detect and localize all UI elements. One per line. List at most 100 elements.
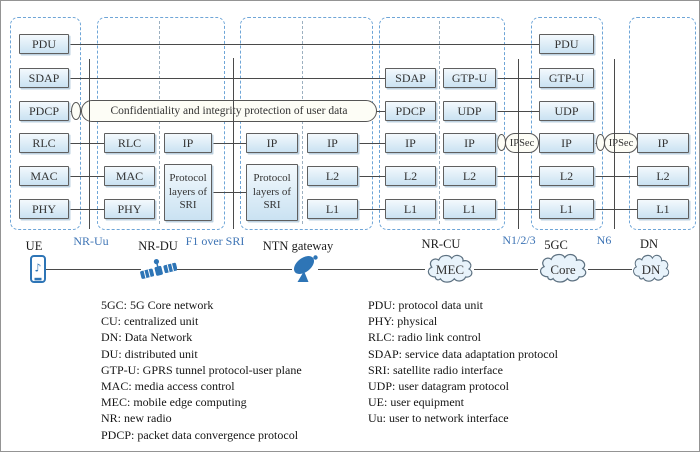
legend-item: NR: new radio <box>101 411 172 426</box>
ribbon-cap <box>71 102 81 120</box>
connector-hline <box>594 176 637 177</box>
dashed-container <box>10 17 81 230</box>
protocol-box: L1 <box>539 199 594 219</box>
protocol-box: SDAP <box>19 68 69 88</box>
protocol-box: GTP-U <box>443 68 496 88</box>
legend-item: 5GC: 5G Core network <box>101 298 214 312</box>
connector-hline <box>212 192 246 193</box>
protocol-box: L1 <box>637 199 689 219</box>
legend-item: PDU: protocol data unit <box>368 298 483 312</box>
protocol-box: SDAP <box>385 68 436 88</box>
node-label: 5GC <box>544 238 568 252</box>
phone-icon: ♪ <box>30 255 46 283</box>
dashed-container <box>379 17 505 230</box>
connector-hline <box>496 209 539 210</box>
protocol-box: Protocol layers of SRI <box>164 164 212 221</box>
protocol-box: Protocol layers of SRI <box>246 164 298 221</box>
legend-item: GTP-U: GPRS tunnel protocol-user plane <box>101 362 302 377</box>
cloud-shape <box>424 253 476 285</box>
connector-hline <box>69 176 104 177</box>
node-label: NTN gateway <box>262 239 334 253</box>
protocol-box: IP <box>443 133 496 153</box>
interface-label: N6 <box>596 233 612 247</box>
connector-hline <box>496 111 539 112</box>
protocol-box: L2 <box>443 166 496 186</box>
protocol-box: UDP <box>443 101 496 121</box>
protocol-box: MAC <box>19 166 69 186</box>
connector-hline <box>69 78 385 79</box>
protocol-box: IP <box>164 133 212 153</box>
protocol-box: PHY <box>19 199 69 219</box>
protocol-box: IP <box>246 133 298 153</box>
protocol-box: PHY <box>104 199 155 219</box>
column-divider <box>439 21 440 224</box>
node-link-line <box>46 269 141 270</box>
connector-hline <box>358 209 385 210</box>
protocol-box: PDCP <box>385 101 436 121</box>
node-label: NR-DU <box>138 239 178 253</box>
node-link-line <box>318 269 425 270</box>
dish-icon <box>291 254 319 284</box>
node-link-line <box>474 269 538 270</box>
interface-vline <box>89 59 90 229</box>
protocol-box: PDCP <box>19 101 69 121</box>
connector-hline <box>496 176 539 177</box>
dashed-container <box>240 17 373 230</box>
ipsec-oval: IPSec <box>505 133 539 153</box>
node-label: UE <box>25 239 43 253</box>
connector-hline <box>69 44 539 45</box>
legend-item: MAC: media access control <box>101 378 235 393</box>
legend-item: CU: centralized unit <box>101 314 199 329</box>
legend-item: DN: Data Network <box>101 330 193 345</box>
protocol-box: IP <box>539 133 594 153</box>
protocol-box: RLC <box>19 133 69 153</box>
protocol-box: GTP-U <box>539 68 594 88</box>
dashed-container <box>97 17 225 230</box>
protocol-box: L1 <box>307 199 358 219</box>
connector-hline <box>212 143 246 144</box>
cloud-shape <box>536 252 590 285</box>
connector-hline <box>496 78 539 79</box>
protocol-box: L1 <box>443 199 496 219</box>
legend-item: Uu: user to network interface <box>368 411 509 426</box>
protocol-box: L2 <box>307 166 358 186</box>
legend-item: UDP: user datagram protocol <box>368 378 509 393</box>
dashed-container <box>531 17 603 230</box>
protocol-box: L1 <box>385 199 436 219</box>
interface-vline <box>614 59 615 229</box>
protocol-box: RLC <box>104 133 155 153</box>
interface-vline <box>233 58 234 229</box>
protocol-box: IP <box>307 133 358 153</box>
node-link-line <box>588 269 632 270</box>
connector-hline <box>358 176 385 177</box>
satellite-icon <box>139 257 178 281</box>
legend-item: UE: user equipment <box>368 395 464 410</box>
legend-item: PHY: physical <box>368 314 438 329</box>
cloud-shape <box>630 253 672 284</box>
interface-label: NR-Uu <box>73 234 109 248</box>
protocol-box: IP <box>385 133 436 153</box>
protocol-box: PDU <box>19 34 69 54</box>
column-divider <box>159 21 160 224</box>
legend-item: PDCP: packet data convergence protocol <box>101 427 299 442</box>
legend-item: SDAP: service data adaptation protocol <box>368 346 558 361</box>
legend-item: DU: distributed unit <box>101 346 198 361</box>
node-link-line <box>175 269 292 270</box>
interface-label: N1/2/3 <box>502 233 536 247</box>
connector-hline <box>358 143 385 144</box>
node-label: NR-CU <box>421 237 461 251</box>
column-divider <box>302 21 303 224</box>
protocol-box: PDU <box>539 34 594 54</box>
svg-text:♪: ♪ <box>34 262 41 275</box>
legend-item: RLC: radio link control <box>368 330 481 345</box>
dashed-container <box>629 17 696 230</box>
legend-item: MEC: mobile edge computing <box>101 395 247 410</box>
protocol-box: L2 <box>539 166 594 186</box>
connector-hline <box>69 209 104 210</box>
connector-hline <box>69 143 104 144</box>
interface-label: F1 over SRI <box>185 234 245 248</box>
connector-hline <box>594 209 637 210</box>
